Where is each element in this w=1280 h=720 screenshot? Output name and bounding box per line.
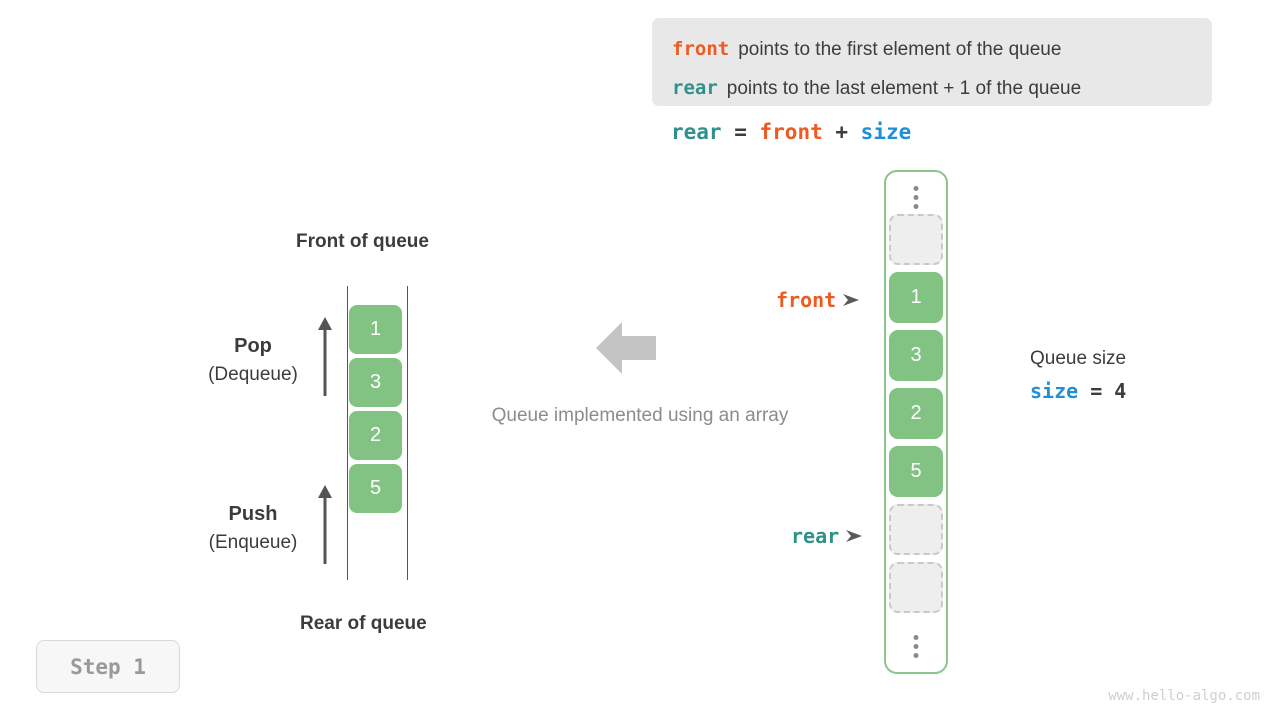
array-slot-list: 1 3 2 5 — [889, 214, 943, 620]
center-caption: Queue implemented using an array — [491, 405, 789, 426]
push-label-sub: (Enqueue) — [208, 532, 298, 553]
pop-up-arrow-icon — [316, 316, 334, 396]
legend-line-rear: rear points to the last element + 1 of th… — [672, 69, 1192, 108]
pointer-arrow-right-icon — [843, 293, 860, 307]
queue-size-title: Queue size — [1030, 348, 1127, 369]
legend-text-front: points to the first element of the queue — [738, 39, 1062, 60]
formula-rhs-size: size — [860, 120, 912, 144]
queue-cell: 2 — [349, 411, 402, 460]
legend-term-rear: rear — [672, 77, 718, 99]
push-operation-label: Push (Enqueue) — [178, 500, 328, 558]
array-slot: 1 — [889, 272, 943, 323]
pop-label-name: Pop — [234, 335, 272, 357]
queue-cell: 1 — [349, 305, 402, 354]
pop-operation-label: Pop (Dequeue) — [178, 332, 328, 390]
legend-panel: front points to the first element of the … — [652, 18, 1212, 106]
array-slot — [889, 214, 943, 265]
array-slot: 2 — [889, 388, 943, 439]
push-up-arrow-icon — [316, 484, 334, 564]
legend-line-front: front points to the first element of the … — [672, 30, 1192, 69]
push-label-name: Push — [228, 503, 278, 525]
front-of-queue-label: Front of queue — [296, 231, 429, 252]
array-slot — [889, 504, 943, 555]
front-pointer-label: front — [776, 288, 837, 312]
array-slot: 3 — [889, 330, 943, 381]
queue-rail-right — [407, 286, 408, 580]
vertical-ellipsis-icon-top — [913, 186, 919, 209]
queue-size-var: size — [1030, 379, 1079, 403]
left-arrow-icon — [596, 322, 656, 374]
legend-text-rear: points to the last element + 1 of the qu… — [726, 78, 1082, 99]
step-badge[interactable]: Step 1 — [36, 640, 180, 693]
queue-size-value: = 4 — [1078, 379, 1127, 403]
queue-rail-left — [347, 286, 348, 580]
watermark: www.hello-algo.com — [1108, 688, 1260, 704]
array-slot: 5 — [889, 446, 943, 497]
front-pointer: front — [776, 288, 860, 312]
pop-label-sub: (Dequeue) — [208, 364, 298, 385]
formula-plus: + — [822, 120, 861, 144]
step-badge-label: Step 1 — [70, 654, 146, 679]
rear-pointer-label: rear — [791, 524, 840, 548]
queue-cell: 3 — [349, 358, 402, 407]
queue-cell-stack: 1 3 2 5 — [349, 305, 402, 517]
formula-lhs: rear — [671, 120, 722, 144]
legend-term-front: front — [672, 38, 730, 60]
formula-equals: = — [721, 120, 760, 144]
rear-of-queue-label: Rear of queue — [300, 613, 427, 634]
queue-cell: 5 — [349, 464, 402, 513]
pointer-arrow-right-icon — [846, 529, 863, 543]
array-slot — [889, 562, 943, 613]
queue-size-note: Queue size size = 4 — [1030, 344, 1126, 408]
rear-pointer: rear — [791, 524, 863, 548]
vertical-ellipsis-icon-bottom — [913, 635, 919, 658]
formula-rhs-front: front — [759, 120, 823, 144]
formula-rear-equals-front-plus-size: rear = front + size — [671, 120, 911, 144]
queue-size-expression: size = 4 — [1030, 374, 1126, 408]
array-container: 1 3 2 5 — [884, 170, 948, 674]
